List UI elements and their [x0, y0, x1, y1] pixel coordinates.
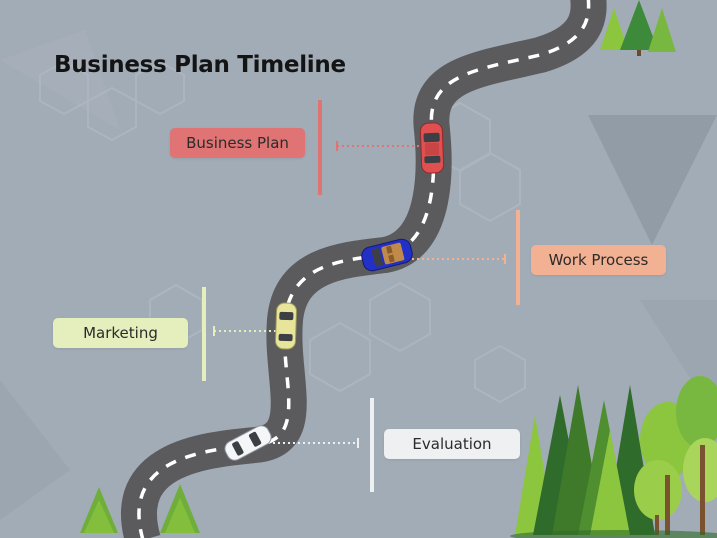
- triangle-shape: [588, 115, 717, 245]
- car-white-icon: [224, 425, 272, 461]
- hexagon-shape: [309, 321, 371, 393]
- forest-bottom-right: [510, 376, 717, 538]
- milestone-label-evaluation: Evaluation: [384, 429, 520, 459]
- car-yellow-icon: [274, 302, 298, 350]
- hexagon-shape: [369, 281, 431, 353]
- road-surface: [121, 0, 607, 538]
- car-red-icon: [419, 122, 445, 174]
- deciduous-tree-icon: [634, 460, 682, 520]
- connector-markers: [202, 100, 520, 492]
- pine-tree-icon: [620, 0, 658, 50]
- milestone-label-business-plan: Business Plan: [170, 128, 305, 158]
- hexagon-shape: [474, 344, 526, 404]
- pine-tree-icon: [648, 8, 676, 52]
- milestone-label-work-process: Work Process: [531, 245, 666, 275]
- slide-title: Business Plan Timeline: [54, 52, 346, 78]
- pine-trees-bottom-left: [80, 484, 200, 533]
- pine-trees-top: [600, 0, 676, 56]
- triangle-shape: [0, 380, 70, 520]
- pine-tree-icon: [590, 430, 630, 535]
- winding-road: [121, 0, 607, 538]
- hexagon-shape: [135, 60, 185, 116]
- deciduous-tree-icon: [676, 376, 717, 448]
- pine-tree-icon: [600, 8, 628, 50]
- car-blue-icon: [361, 238, 413, 272]
- hexagon-shape: [459, 151, 521, 223]
- triangle-shape: [0, 30, 120, 130]
- hexagon-shape: [87, 86, 137, 142]
- milestone-label-marketing: Marketing: [53, 318, 188, 348]
